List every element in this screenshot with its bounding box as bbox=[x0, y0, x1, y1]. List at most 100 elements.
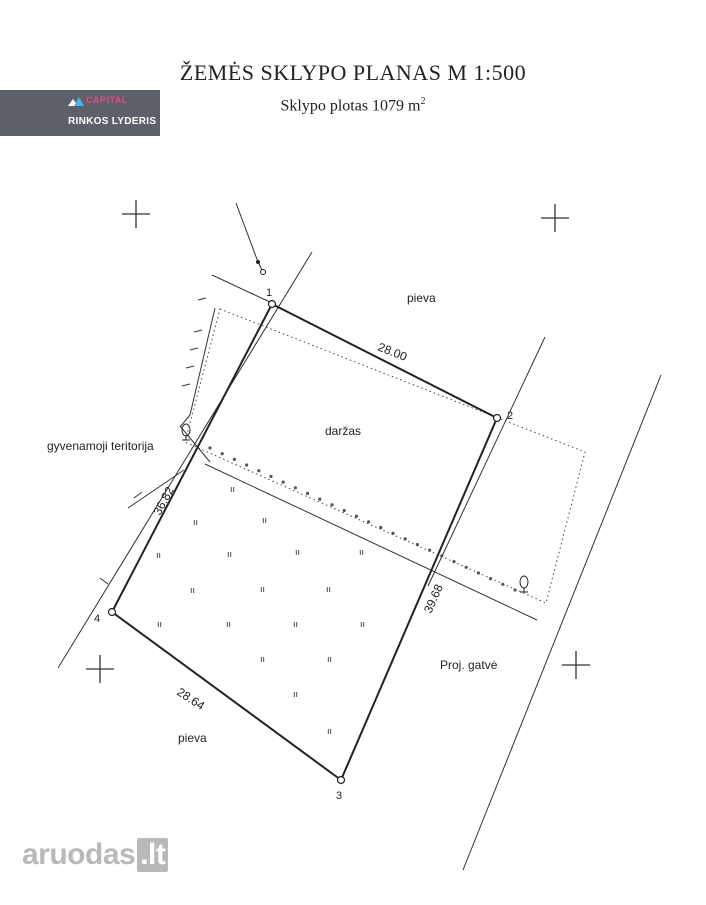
hedge-dot bbox=[452, 560, 456, 564]
agency-tagline: RINKOS LYDERIS bbox=[68, 116, 157, 127]
hatch-symbol: ıı bbox=[360, 619, 365, 629]
hatch-symbol: ıı bbox=[262, 515, 267, 525]
plan-title: ŽEMĖS SKLYPO PLANAS M 1:500 bbox=[179, 60, 527, 85]
edge-length-4-1: 36.82 bbox=[150, 484, 177, 517]
area-unit-superscript: 2 bbox=[420, 96, 426, 107]
hedge-dot bbox=[281, 480, 285, 484]
vertex-3 bbox=[336, 775, 346, 785]
vertex-label-2: 2 bbox=[507, 410, 513, 422]
hatch-symbol: ıı bbox=[293, 689, 298, 699]
label-proj-gatve: Proj. gatvė bbox=[440, 658, 498, 672]
vertex-label-4: 4 bbox=[94, 613, 100, 625]
watermark-tld: .lt bbox=[137, 838, 169, 872]
hedge-dot bbox=[342, 508, 346, 513]
registration-cross-se bbox=[562, 651, 590, 679]
hatch-symbol: ıı bbox=[293, 619, 298, 629]
hedge-dot bbox=[403, 537, 407, 541]
tree-icon bbox=[519, 575, 529, 593]
registration-cross-sw bbox=[86, 655, 114, 683]
hedge-dot bbox=[415, 543, 419, 547]
hedge-dot bbox=[245, 463, 249, 467]
watermark-name: aruodas bbox=[22, 838, 136, 871]
vertex-4 bbox=[107, 607, 117, 617]
hatch-pattern: ıı ıı ıı ıı ıı ıı ıı ıı ıı ıı ıı ıı ıı ıı ıı ıı ıı ıı bbox=[156, 484, 365, 736]
hedge-dot bbox=[269, 474, 273, 478]
context-line-fence-b bbox=[179, 425, 211, 463]
hedge-dot bbox=[489, 577, 493, 581]
hedge-dot bbox=[208, 446, 212, 450]
boundary-ticks bbox=[99, 297, 207, 585]
label-darzas: daržas bbox=[325, 424, 361, 438]
registration-cross-ne bbox=[541, 204, 569, 232]
hedge-dot bbox=[232, 457, 236, 461]
label-pieva-north: pieva bbox=[407, 291, 436, 305]
hatch-symbol: ıı bbox=[260, 654, 265, 664]
vertex-2 bbox=[492, 413, 502, 423]
hedge-dot bbox=[330, 503, 334, 507]
context-line-left-long bbox=[57, 251, 313, 669]
hedge-dots bbox=[208, 446, 517, 592]
context-line-fence-a bbox=[127, 469, 185, 509]
hedge-dot bbox=[354, 514, 358, 518]
hatch-symbol: ıı bbox=[327, 726, 332, 736]
site-watermark: aruodas.lt bbox=[22, 838, 169, 872]
edge-length-3-4: 28.64 bbox=[174, 685, 207, 713]
hedge-dot bbox=[440, 554, 444, 558]
hatch-symbol: ıı bbox=[230, 484, 235, 494]
neighbor-boundary bbox=[179, 307, 216, 428]
hedge-dot bbox=[501, 582, 505, 586]
hedge-dot bbox=[391, 531, 395, 535]
hatch-symbol: ıı bbox=[295, 547, 300, 557]
hedge-dot bbox=[379, 525, 383, 530]
plan-subtitle: Sklypo plotas 1079 m2 bbox=[0, 96, 706, 115]
edge-length-1-2: 28.00 bbox=[376, 340, 409, 364]
hatch-symbol: ıı bbox=[226, 619, 231, 629]
hedge-dot bbox=[220, 452, 224, 456]
tree-icon bbox=[181, 423, 191, 441]
context-line-north bbox=[211, 274, 273, 304]
plot-vertices bbox=[107, 260, 502, 785]
hatch-symbol: ıı bbox=[326, 584, 331, 594]
hatch-symbol: ıı bbox=[190, 585, 195, 595]
hatch-symbol: ıı bbox=[193, 517, 198, 527]
hatch-symbol: ıı bbox=[157, 619, 162, 629]
hatch-symbol: ıı bbox=[260, 584, 265, 594]
hatch-symbol: ıı bbox=[156, 550, 161, 560]
edge-3-4 bbox=[111, 611, 342, 781]
plot-boundary bbox=[111, 303, 498, 781]
hedge-dot bbox=[293, 486, 297, 490]
plot-area-text: Sklypo plotas 1079 m bbox=[280, 97, 421, 115]
hedge-dot bbox=[318, 497, 322, 501]
edge-2-3 bbox=[340, 417, 498, 781]
edge-4-1 bbox=[111, 303, 273, 613]
vertex-1 bbox=[267, 299, 277, 309]
hedge-dot bbox=[464, 565, 468, 569]
hatch-symbol: ıı bbox=[359, 547, 364, 557]
edge-1-2 bbox=[271, 303, 498, 419]
hedge-dot bbox=[513, 588, 517, 592]
hedge-dot bbox=[306, 491, 310, 495]
house-logo-icon bbox=[68, 97, 84, 106]
vertex-label-1: 1 bbox=[266, 287, 272, 299]
utility-node bbox=[256, 260, 260, 264]
vertex-label-3: 3 bbox=[336, 790, 342, 802]
context-line-road-right bbox=[462, 374, 662, 871]
hatch-symbol: ıı bbox=[327, 654, 332, 664]
label-pieva-south: pieva bbox=[178, 731, 207, 745]
hedge-dot bbox=[257, 469, 261, 473]
utility-point bbox=[260, 269, 266, 275]
hedge-dot bbox=[367, 520, 371, 524]
context-line-mid bbox=[204, 463, 538, 621]
label-gyvenamoji: gyvenamoji teritorija bbox=[47, 439, 154, 453]
context-lines bbox=[57, 202, 662, 871]
hedge-dot bbox=[476, 571, 480, 575]
registration-cross-nw bbox=[122, 200, 150, 228]
registration-marks bbox=[86, 200, 590, 683]
garden-outline bbox=[184, 308, 586, 604]
context-line-road-left bbox=[427, 336, 546, 587]
hatch-symbol: ıı bbox=[227, 549, 232, 559]
agency-banner[interactable]: CAPITAL RINKOS LYDERIS bbox=[0, 90, 160, 136]
agency-logo-text: CAPITAL bbox=[86, 95, 128, 105]
